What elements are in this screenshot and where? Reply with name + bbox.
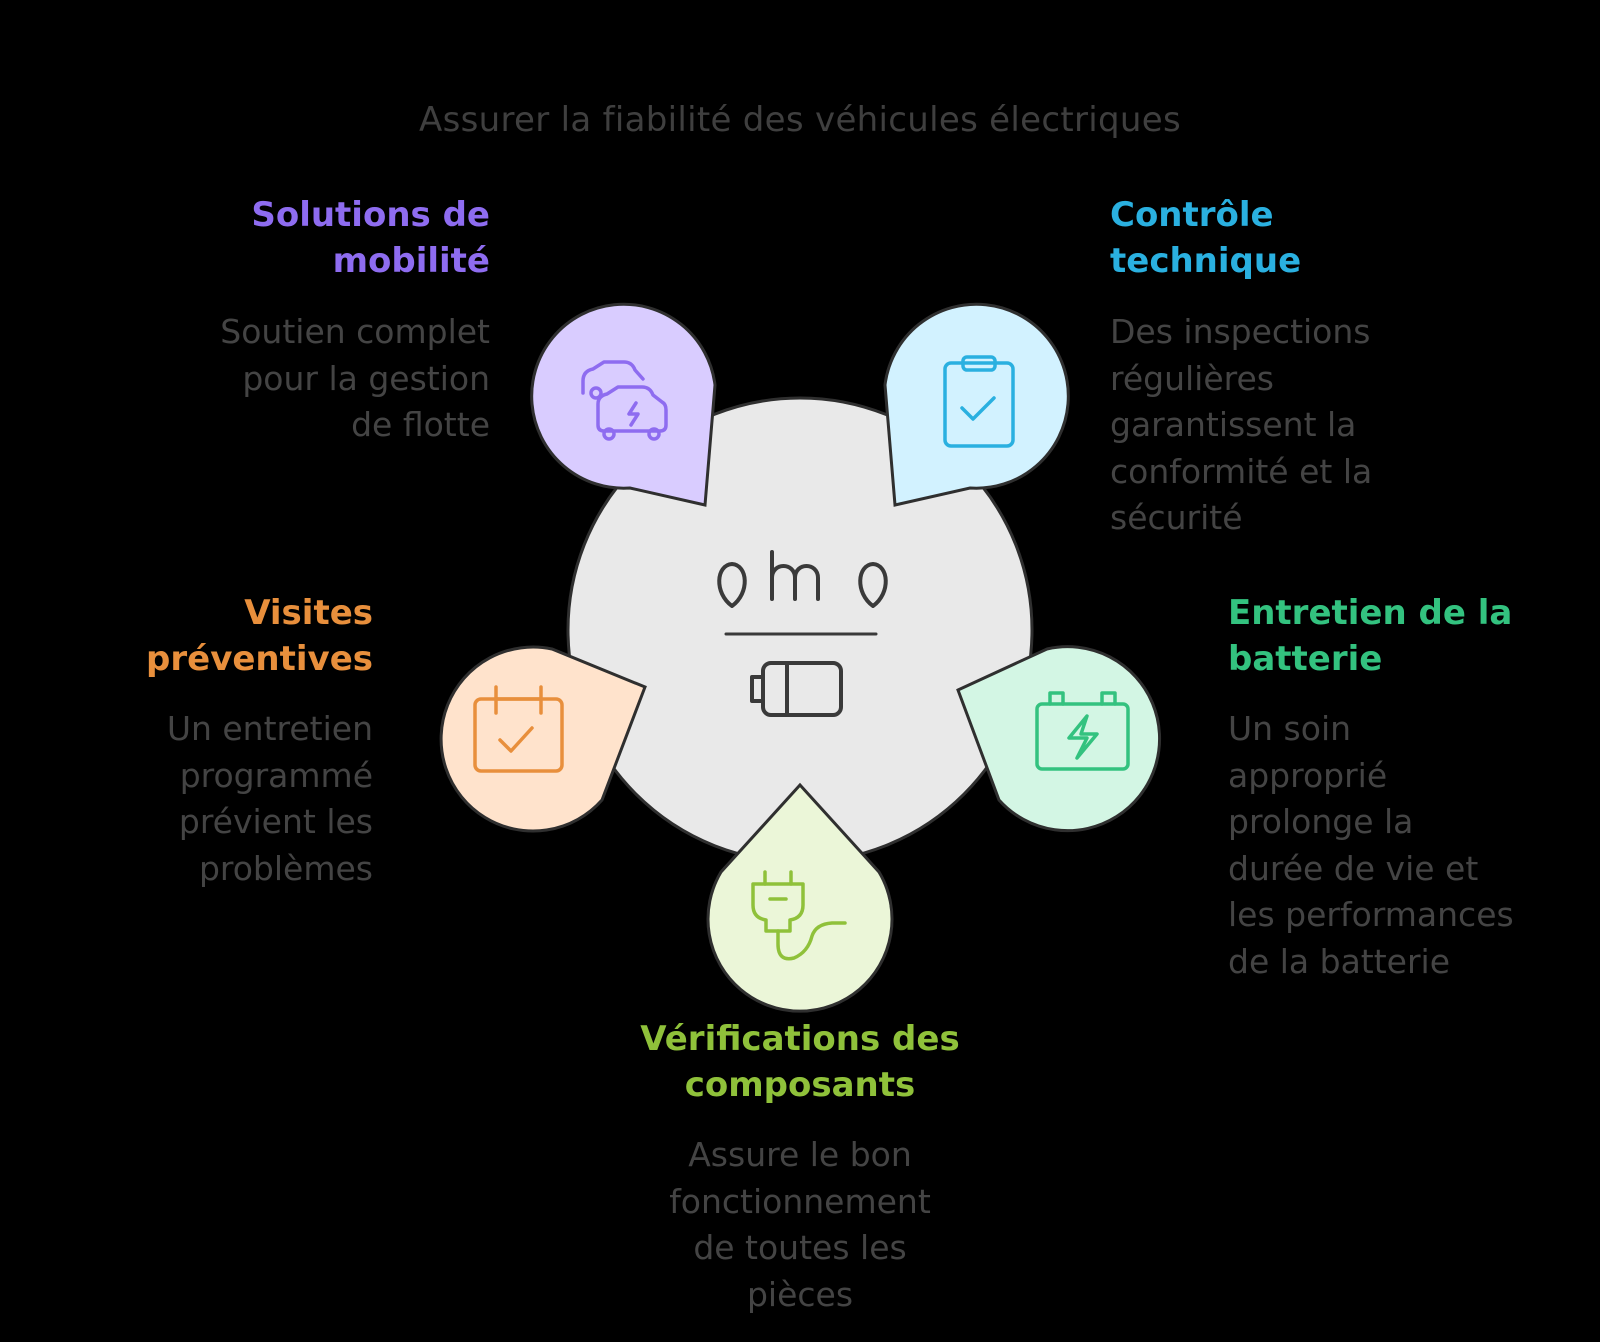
desc-line: Soutien complet: [220, 312, 490, 351]
desc-line: régulières: [1110, 358, 1274, 398]
teardrop-mobilite: [530, 302, 717, 507]
desc-line: de flotte: [351, 405, 490, 444]
title-visites-line: Visites: [244, 593, 373, 633]
title-controle-line: Contrôle: [1110, 195, 1274, 235]
calendar-check-icon: [473, 685, 564, 773]
logo-pin-left: [717, 562, 747, 608]
battery-icon: [750, 661, 843, 717]
desc-line: de la batterie: [1228, 941, 1451, 981]
title-controle-line: technique: [1110, 241, 1302, 281]
node-mobilite: [530, 302, 717, 507]
desc-line: prolonge la: [1228, 802, 1414, 841]
diagram-title: Assurer la fiabilité des véhicules élect…: [419, 100, 1181, 140]
desc-line: prévient les: [178, 802, 373, 841]
desc-line: pour la gestion: [242, 358, 490, 398]
node-composants: [706, 782, 894, 1013]
title-composants: Vérifications des composants: [600, 1016, 1000, 1108]
battery-charging-icon: [1035, 691, 1130, 771]
desc-mobilite: Soutien complet pour la gestion de flott…: [150, 309, 490, 449]
desc-line: Un entretien: [166, 709, 373, 748]
logo-letter-m: [770, 550, 820, 601]
desc-line: conformité et la: [1110, 451, 1373, 491]
desc-line: approprié: [1228, 755, 1388, 795]
desc-line: programmé: [179, 755, 373, 795]
title-mobilite: Solutions de mobilité: [180, 192, 490, 284]
desc-controle: Des inspections régulières garantissent …: [1110, 309, 1460, 542]
desc-line: de toutes les: [693, 1228, 907, 1267]
omo-logo: [717, 550, 888, 636]
desc-line: Des inspections: [1110, 312, 1371, 351]
logo-pin-right: [858, 562, 888, 608]
title-composants-line: composants: [684, 1065, 916, 1105]
teardrop-controle: [883, 302, 1070, 507]
desc-line: les performances: [1228, 895, 1514, 934]
plug-icon: [751, 870, 847, 961]
desc-line: Assure le bon: [688, 1135, 912, 1174]
title-composants-line: Vérifications des: [640, 1019, 960, 1059]
title-mobilite-line: Solutions de: [251, 195, 490, 235]
title-mobilite-line: mobilité: [332, 241, 490, 281]
teardrop-composants: [706, 782, 894, 1013]
title-batterie-line: Entretien de la: [1228, 593, 1513, 633]
desc-line: fonctionnement: [669, 1181, 931, 1221]
title-visites: Visites préventives: [120, 590, 373, 682]
desc-line: Un soin: [1228, 709, 1352, 748]
node-controle: [883, 302, 1070, 507]
title-visites-line: préventives: [146, 639, 373, 679]
electric-cars-icon: [581, 360, 668, 441]
desc-batterie: Un soin approprié prolonge la durée de v…: [1228, 706, 1588, 985]
desc-line: problèmes: [198, 848, 373, 888]
desc-line: durée de vie et: [1228, 848, 1479, 888]
teardrop-visites: [439, 645, 647, 833]
node-visites: [439, 645, 647, 833]
desc-composants: Assure le bon fonctionnement de toutes l…: [600, 1132, 1000, 1318]
node-batterie: [956, 645, 1162, 833]
desc-line: garantissent la: [1110, 405, 1357, 444]
desc-line: sécurité: [1110, 498, 1243, 537]
title-batterie-line: batterie: [1228, 639, 1383, 679]
desc-line: pièces: [746, 1274, 854, 1314]
title-controle: Contrôle technique: [1110, 192, 1410, 284]
clipboard-check-icon: [943, 355, 1015, 448]
title-batterie: Entretien de la batterie: [1228, 590, 1558, 682]
desc-visites: Un entretien programmé prévient les prob…: [100, 706, 373, 892]
